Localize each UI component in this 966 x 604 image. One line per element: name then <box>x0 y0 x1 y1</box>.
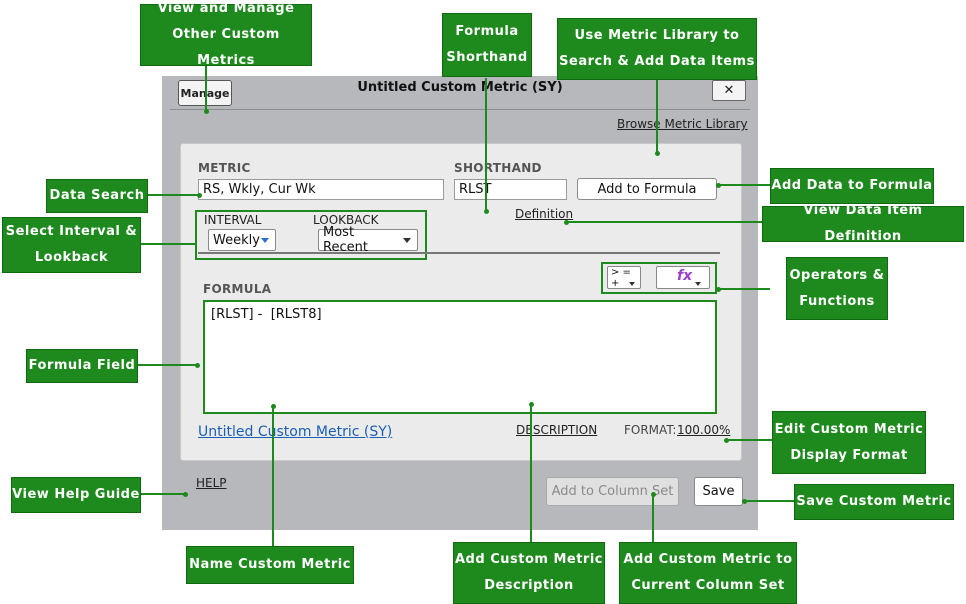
chevron-down-icon <box>261 237 269 243</box>
connector-dot <box>742 499 747 504</box>
connector-dot <box>651 492 656 497</box>
lookback-value: Most Recent <box>323 225 368 255</box>
shorthand-label: SHORTHAND <box>454 161 542 175</box>
connector-dot <box>484 209 489 214</box>
connector-line <box>141 493 186 495</box>
shorthand-input[interactable]: RLST <box>454 179 567 200</box>
callout-edit-format: Edit Custom Metric Display Format <box>772 411 926 474</box>
connector-line <box>485 78 487 211</box>
connector-dot <box>529 402 534 407</box>
callout-view-definition: View Data Item Definition <box>762 203 964 244</box>
interval-select[interactable]: Weekly <box>208 229 276 251</box>
lookback-select[interactable]: Most Recent <box>318 225 418 255</box>
operators-bottom: + <box>611 278 620 289</box>
connector-line <box>656 80 658 154</box>
connector-line <box>718 288 770 290</box>
add-to-column-set-button[interactable]: Add to Column Set <box>546 477 679 506</box>
browse-metric-library-link[interactable]: Browse Metric Library <box>617 117 748 131</box>
chevron-down-icon <box>695 282 701 286</box>
definition-link[interactable]: Definition <box>515 207 574 221</box>
callout-metric-library: Use Metric Library to Search & Add Data … <box>557 18 757 80</box>
operators-functions-highlight <box>601 262 717 294</box>
close-icon[interactable]: ✕ <box>712 80 746 101</box>
callout-select-interval: Select Interval & Lookback <box>2 217 141 273</box>
dialog-title: Untitled Custom Metric (SY) <box>357 80 563 95</box>
connector-dot <box>716 183 721 188</box>
connector-line <box>205 64 207 112</box>
interval-label: INTERVAL <box>204 213 262 227</box>
connector-line <box>140 243 196 245</box>
connector-line <box>726 439 772 441</box>
chevron-down-icon <box>629 282 635 286</box>
connector-dot <box>183 492 188 497</box>
callout-formula-field: Formula Field <box>26 349 138 383</box>
callout-data-search: Data Search <box>46 179 148 213</box>
description-link[interactable]: DESCRIPTION <box>516 423 598 437</box>
callout-operators-functions: Operators & Functions <box>786 257 888 320</box>
interval-lookback-highlight <box>195 210 427 260</box>
connector-dot <box>564 220 569 225</box>
title-divider <box>170 109 750 110</box>
connector-dot <box>195 363 200 368</box>
help-link[interactable]: HELP <box>196 476 227 490</box>
format-value-link[interactable]: 100.00% <box>677 423 731 437</box>
connector-line <box>744 500 794 502</box>
connector-dot <box>197 193 202 198</box>
connector-line <box>530 404 532 542</box>
fx-icon: fx <box>677 268 693 284</box>
callout-save-metric: Save Custom Metric <box>794 484 954 520</box>
operators-top: > = <box>611 267 631 278</box>
connector-dot <box>204 109 209 114</box>
connector-dot <box>716 287 721 292</box>
callout-name-metric: Name Custom Metric <box>186 546 354 584</box>
functions-button[interactable]: fx <box>656 266 710 289</box>
connector-line <box>138 364 198 366</box>
connector-dot <box>271 404 276 409</box>
callout-add-description: Add Custom Metric Description <box>453 542 605 604</box>
metric-name-link[interactable]: Untitled Custom Metric (SY) <box>198 424 393 440</box>
connector-line <box>718 184 770 186</box>
connector-line <box>272 406 274 546</box>
formula-field[interactable]: [RLST] - [RLST8] <box>203 300 717 414</box>
chevron-down-icon <box>403 237 411 243</box>
callout-add-data: Add Data to Formula <box>770 168 934 204</box>
connector-line <box>148 194 200 196</box>
callout-view-manage: View and Manage Other Custom Metrics <box>140 1 312 68</box>
connector-line <box>652 494 654 542</box>
callout-help-guide: View Help Guide <box>11 477 141 513</box>
format-label: FORMAT: <box>624 423 677 437</box>
callout-formula-shorthand: Formula Shorthand <box>442 13 532 77</box>
interval-value: Weekly <box>213 232 260 248</box>
connector-dot <box>724 438 729 443</box>
connector-line <box>566 221 762 223</box>
operators-button[interactable]: > = + <box>607 266 641 289</box>
callout-add-column-set: Add Custom Metric to Current Column Set <box>619 542 797 604</box>
add-to-formula-button[interactable]: Add to Formula <box>577 178 717 200</box>
save-button[interactable]: Save <box>694 477 743 506</box>
formula-text: [RLST] - [RLST8] <box>211 307 322 322</box>
connector-dot <box>655 151 660 156</box>
lookback-label: LOOKBACK <box>313 213 379 227</box>
section-divider <box>198 252 720 254</box>
formula-label: FORMULA <box>203 282 272 296</box>
metric-label: METRIC <box>198 161 251 175</box>
metric-search-input[interactable]: RS, Wkly, Cur Wk <box>198 179 444 200</box>
